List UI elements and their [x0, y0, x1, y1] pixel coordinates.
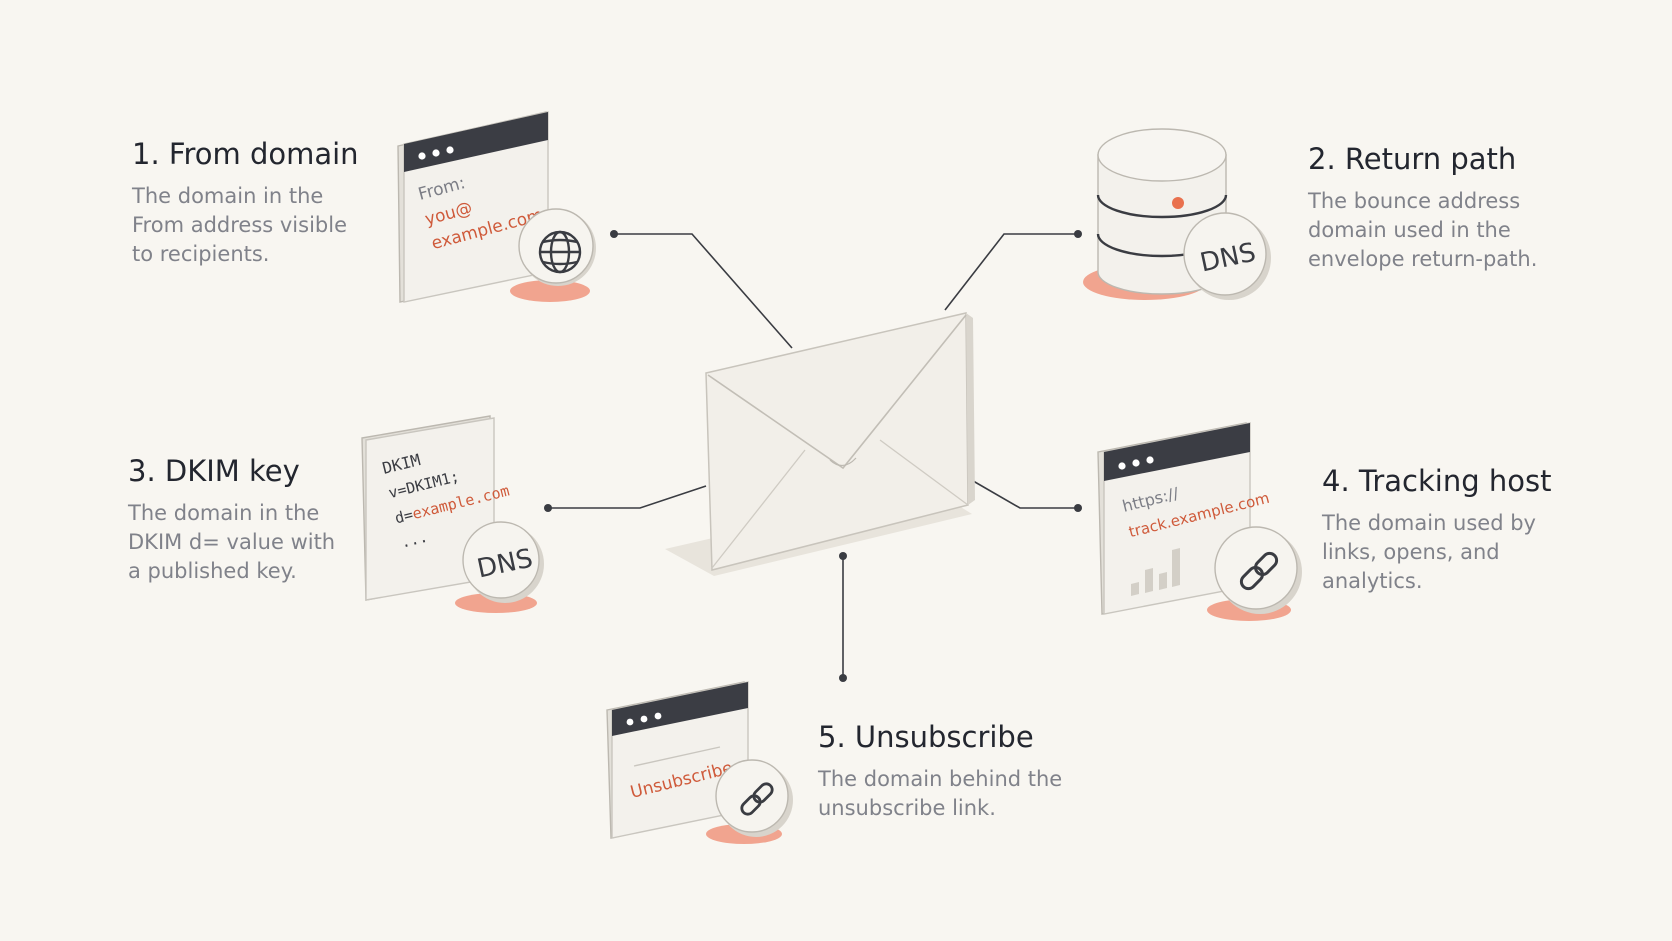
item-description: The domain used by links, opens, and ana… [1322, 509, 1551, 596]
connector-tracking [967, 477, 1078, 509]
window-dots-icon [626, 712, 662, 726]
item-description: The domain in the DKIM d= value with a p… [128, 499, 335, 586]
connector-dkim [548, 485, 707, 509]
item-description: The domain behind the unsubscribe link. [818, 765, 1062, 823]
desc-line: a published key. [128, 559, 297, 583]
tracking-host-illustration: https:// track.example.com [1097, 422, 1302, 621]
desc-line: links, opens, and [1322, 540, 1500, 564]
label-tracking-host: 4. Tracking host The domain used by link… [1322, 463, 1551, 596]
connector-return-path [944, 233, 1078, 311]
unsubscribe-illustration: Unsubscribe [606, 681, 793, 844]
envelope-icon [665, 312, 975, 576]
item-title: 1. From domain [132, 137, 359, 171]
desc-line: unsubscribe link. [818, 796, 996, 820]
label-return-path: 2. Return path The bounce address domain… [1308, 141, 1537, 274]
desc-line: analytics. [1322, 569, 1423, 593]
desc-line: The bounce address [1308, 189, 1521, 213]
label-from-domain: 1. From domain The domain in the From ad… [132, 136, 359, 269]
window-dots-icon [1118, 456, 1154, 470]
connector-from-domain [614, 233, 793, 349]
dkim-illustration: DKIM v=DKIM1; d=example.com ... DNS [361, 415, 544, 613]
connectors [544, 230, 1082, 682]
item-title: 5. Unsubscribe [818, 720, 1034, 754]
desc-line: to recipients. [132, 242, 270, 266]
globe-icon [518, 208, 596, 286]
desc-line: The domain used by [1322, 511, 1536, 535]
dns-badge: DNS [1183, 212, 1271, 300]
return-path-illustration: DNS [1083, 128, 1271, 300]
item-title: 3. DKIM key [128, 454, 300, 488]
desc-line: domain used in the [1308, 218, 1511, 242]
from-domain-illustration: From: you@ example.com [397, 111, 596, 303]
label-unsubscribe: 5. Unsubscribe The domain behind the uns… [818, 719, 1062, 823]
desc-line: The domain in the [128, 501, 320, 525]
desc-line: From address visible [132, 213, 348, 237]
label-dkim-key: 3. DKIM key The domain in the DKIM d= va… [128, 453, 335, 586]
desc-line: DKIM d= value with [128, 530, 336, 554]
link-icon [715, 759, 793, 837]
item-description: The bounce address domain used in the en… [1308, 187, 1537, 274]
desc-line: envelope return-path. [1308, 247, 1538, 271]
desc-line: The domain in the [132, 184, 324, 208]
dns-badge: DNS [462, 521, 544, 603]
item-title: 4. Tracking host [1322, 464, 1552, 498]
connector-endpoints [544, 230, 1082, 682]
desc-line: The domain behind the [818, 767, 1063, 791]
item-description: The domain in the From address visible t… [132, 182, 359, 269]
link-icon [1214, 526, 1302, 614]
item-title: 2. Return path [1308, 142, 1517, 176]
bar-chart-icon [1131, 548, 1180, 596]
window-dots-icon [418, 146, 454, 160]
